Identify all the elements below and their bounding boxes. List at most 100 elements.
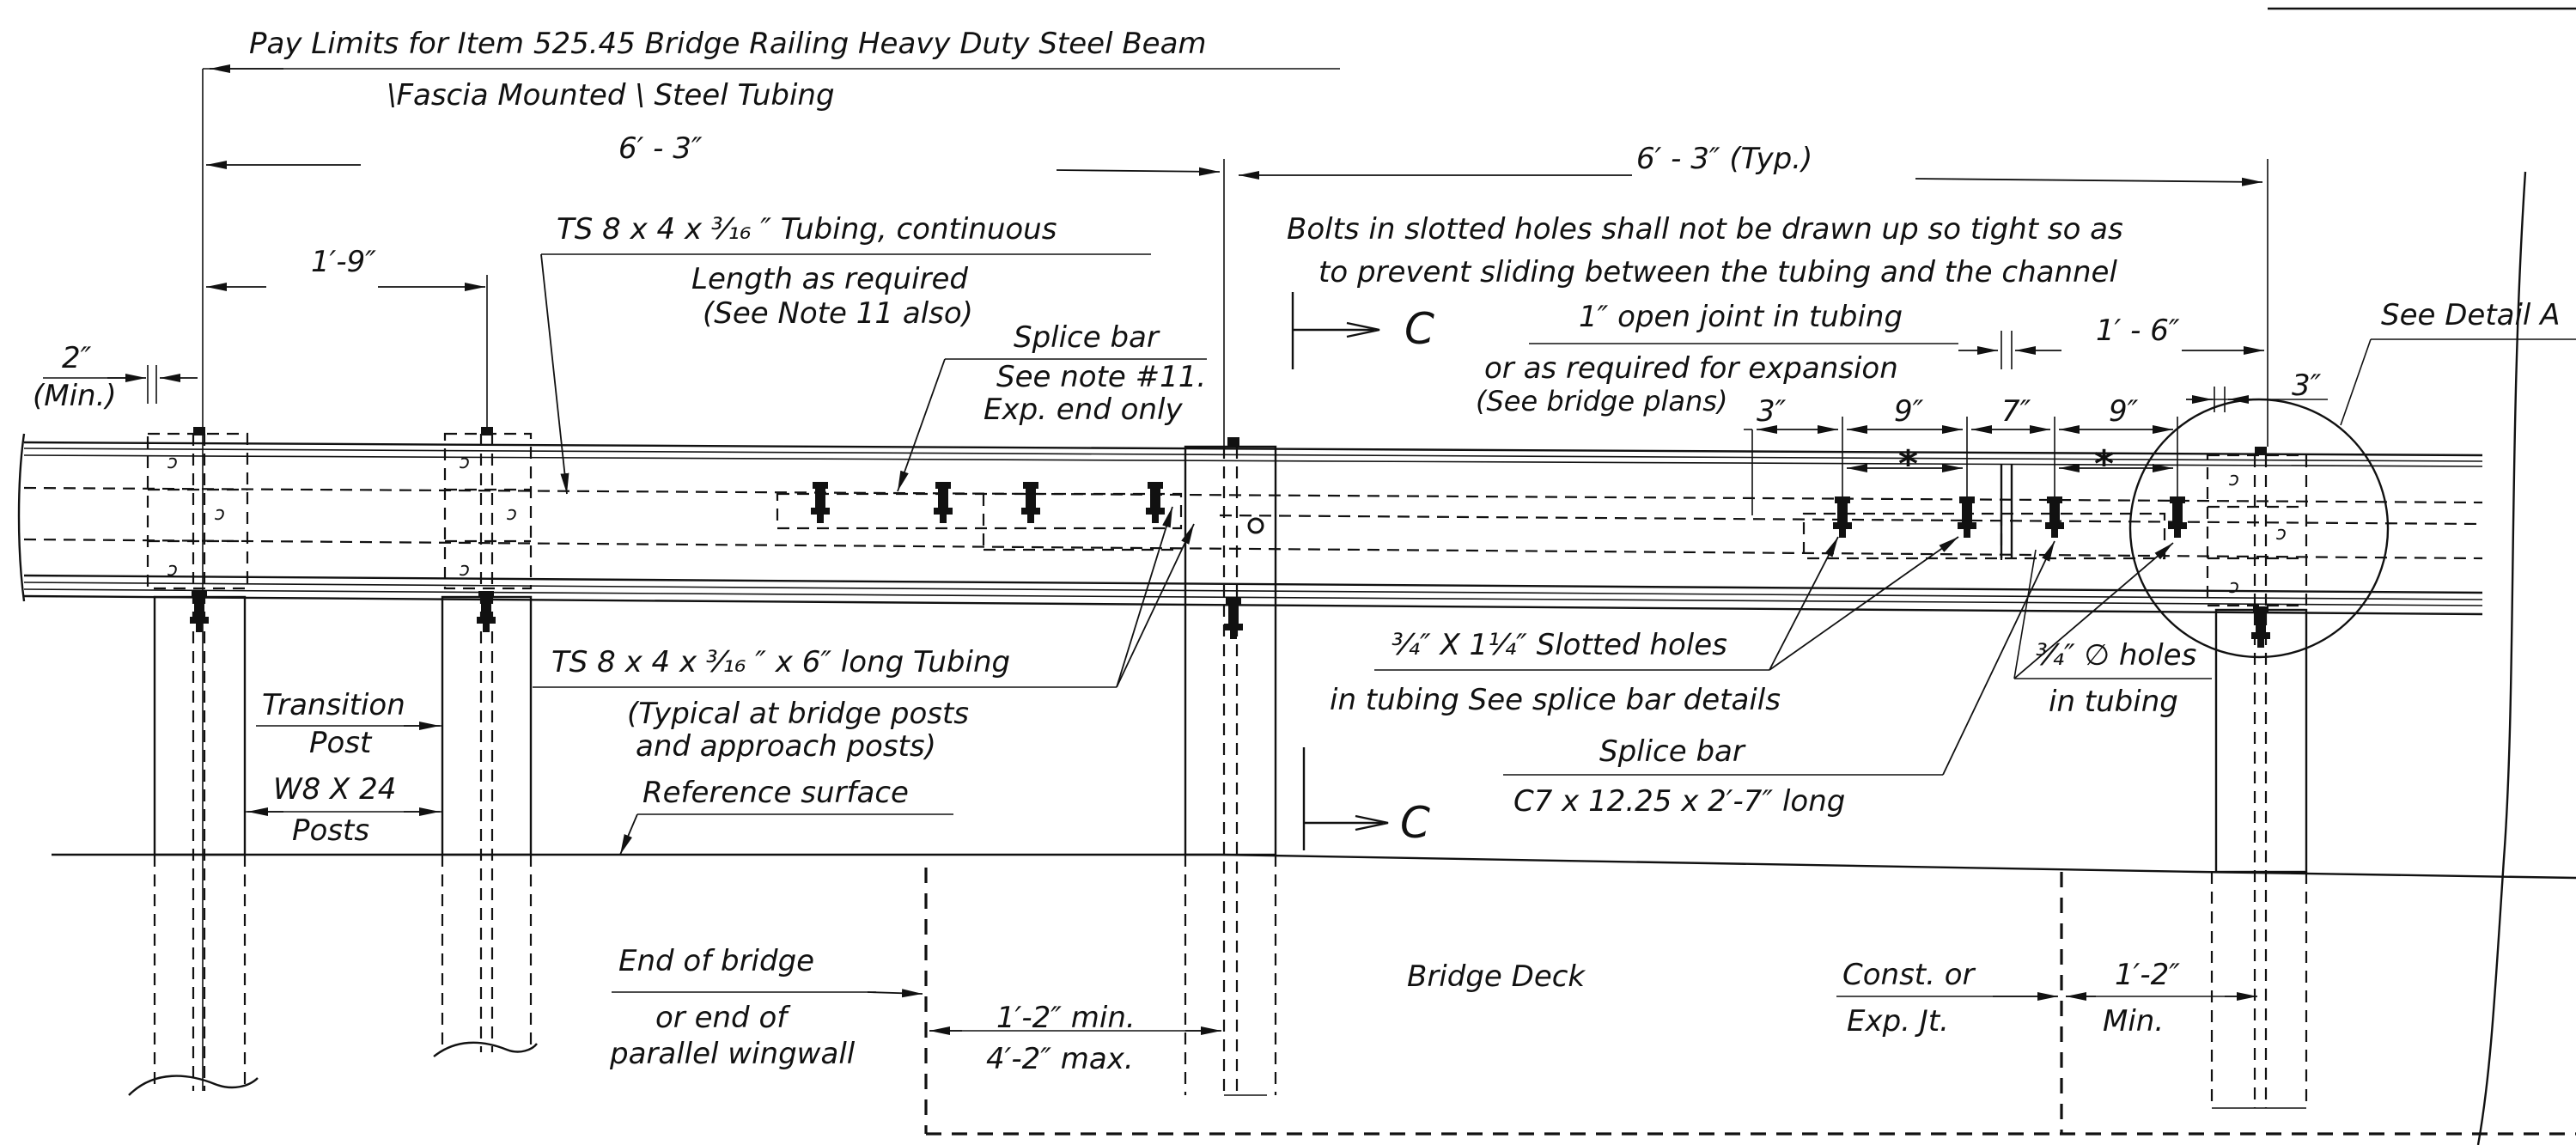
dim-chain: 3″ 9″ 7″ 9″ * * <box>1744 394 2178 515</box>
dim-1-2-min-4-2-max: 1′-2″ min. 4′-2″ max. <box>929 1001 1221 1076</box>
dim-9b-label: 9″ <box>2109 394 2139 429</box>
section-c-bottom-label: C <box>1400 798 1430 848</box>
note-ts-short-tubing: TS 8 x 4 x ³⁄₁₆ ″ x 6″ long Tubing (Typi… <box>533 506 1195 764</box>
dim-6-3-left-label: 6′ - 3″ <box>618 131 703 166</box>
note-end-of-bridge: End of bridge or end of parallel wingwal… <box>609 944 923 1071</box>
ts-short-line-3: and approach posts) <box>636 729 936 764</box>
splice-line-2: See note #11. <box>996 360 1206 394</box>
section-c-bottom: C <box>1302 747 1430 850</box>
end-bridge-line-1: End of bridge <box>618 944 814 978</box>
posts-line-1: W8 X 24 <box>273 772 396 807</box>
slotted-line-1: ³⁄₄″ X 1¹⁄₄″ Slotted holes <box>1392 628 1727 662</box>
note-bolts-slotted: Bolts in slotted holes shall not be draw… <box>1287 212 2123 289</box>
splice-bar-line-2: C7 x 12.25 x 2′-7″ long <box>1513 784 1845 819</box>
svg-text:ɔ: ɔ <box>215 503 225 525</box>
post-2: ɔ ɔ ɔ <box>433 427 538 1057</box>
posts-line-2: Posts <box>292 813 369 848</box>
svg-text:ɔ: ɔ <box>167 452 178 473</box>
ref-surface-label: Reference surface <box>642 776 909 810</box>
splice-bolts <box>811 482 2187 538</box>
slotted-line-2: in tubing See splice bar details <box>1330 683 1781 717</box>
holes-line-1: ³⁄₄″ ∅ holes <box>2036 638 2196 673</box>
joint-line-2: or as required for expansion <box>1484 351 1898 386</box>
dim-1-2-min-label: 1′-2″ min. <box>996 1001 1136 1035</box>
holes-line-2: in tubing <box>2049 685 2178 719</box>
transition-line-2: Post <box>309 726 373 760</box>
star-a: * <box>1898 442 1918 486</box>
dim-7-label: 7″ <box>2001 394 2031 429</box>
ts-short-line-1: TS 8 x 4 x ³⁄₁₆ ″ x 6″ long Tubing <box>551 645 1010 679</box>
reference-surface-line <box>52 853 2576 880</box>
ts-tube-line-2: Length as required <box>691 262 968 296</box>
dim-2-min: 2″ (Min.) <box>33 341 198 413</box>
dim-min-label: (Min.) <box>33 379 117 413</box>
dim-2-label: 2″ <box>62 341 92 375</box>
dim-3-top: 3″ <box>2186 368 2328 412</box>
dim-1-9-label: 1′-9″ <box>311 245 376 279</box>
splice-bar-line-1: Splice bar <box>1599 734 1746 769</box>
dim-1-2-right-label: 1′-2″ <box>2115 958 2180 992</box>
note-splice-bar-c7: Splice bar C7 x 12.25 x 2′-7″ long <box>1503 540 2055 819</box>
star-b: * <box>2094 442 2114 486</box>
bridge-deck-outline <box>924 868 2576 1136</box>
note-splice-bar-exp: Splice bar See note #11. Exp. end only <box>897 320 1207 492</box>
note-ts-tubing-continuous: TS 8 x 4 x ³⁄₁₆ ″ Tubing, continuous Len… <box>540 212 1151 495</box>
dim-3-label: 3″ <box>1757 394 1787 429</box>
dim-1-6: 1′ - 6″ <box>1958 314 2264 369</box>
svg-text:ɔ: ɔ <box>460 559 470 581</box>
svg-text:ɔ: ɔ <box>167 559 178 581</box>
end-bridge-line-2: or end of <box>655 1001 791 1035</box>
rail-beam <box>17 433 2483 616</box>
post-bridge-center <box>1184 437 1277 1096</box>
svg-text:ɔ: ɔ <box>2229 469 2239 490</box>
title-line-1: Pay Limits for Item 525.45 Bridge Railin… <box>249 27 1207 61</box>
dim-6-3-typ: 6′ - 3″ (Typ.) <box>1239 142 2268 447</box>
splice-line-1: Splice bar <box>1014 320 1160 355</box>
dim-9a-label: 9″ <box>1894 394 1924 429</box>
dim-1-2-right: 1′-2″ Min. <box>2066 958 2257 1038</box>
joint-line-3: (See bridge plans) <box>1476 385 1727 417</box>
note-transition-post: Transition Post <box>256 688 442 760</box>
ts-tube-line-1: TS 8 x 4 x ³⁄₁₆ ″ Tubing, continuous <box>557 212 1057 247</box>
svg-text:ɔ: ɔ <box>2229 576 2239 598</box>
svg-text:ɔ: ɔ <box>460 452 470 473</box>
transition-line-1: Transition <box>262 688 405 722</box>
bridge-deck-label: Bridge Deck <box>1407 959 1586 994</box>
pay-limits-title: Pay Limits for Item 525.45 Bridge Railin… <box>202 27 1340 1091</box>
bolts-line-2: to prevent sliding between the tubing an… <box>1318 255 2117 289</box>
note-reference-surface: Reference surface <box>619 776 953 856</box>
svg-text:ɔ: ɔ <box>507 503 517 525</box>
bolts-line-1: Bolts in slotted holes shall not be draw… <box>1287 212 2123 247</box>
dim-min-right-label: Min. <box>2103 1004 2164 1038</box>
open-joint <box>2000 464 2013 558</box>
section-c-top: C <box>1291 292 1434 369</box>
post-1: ɔ ɔ ɔ <box>128 427 259 1096</box>
dim-6-3-typ-label: 6′ - 3″ (Typ.) <box>1636 142 1812 176</box>
break-line <box>2476 171 2527 1145</box>
note-w8-posts: W8 X 24 Posts <box>245 772 442 848</box>
note-open-joint: 1″ open joint in tubing or as required f… <box>1476 300 1958 417</box>
const-line-1: Const. or <box>1842 958 1976 992</box>
splice-line-3: Exp. end only <box>984 393 1183 427</box>
svg-text:ɔ: ɔ <box>2276 523 2287 545</box>
note-const-exp-jt: Const. or Exp. Jt. <box>1836 958 2058 1038</box>
const-line-2: Exp. Jt. <box>1847 1004 1949 1038</box>
dim-4-2-max-label: 4′-2″ max. <box>986 1042 1134 1076</box>
ts-tube-line-3: (See Note 11 also) <box>703 296 973 331</box>
splice-bar-left <box>776 492 1183 551</box>
note-slotted-holes: ³⁄₄″ X 1¹⁄₄″ Slotted holes in tubing See… <box>1330 536 1959 717</box>
ts-short-line-2: (Typical at bridge posts <box>627 697 969 731</box>
section-c-top-label: C <box>1404 304 1434 354</box>
dim-1-6-label: 1′ - 6″ <box>2096 314 2180 348</box>
post-detail-a: ɔ ɔ ɔ <box>2128 398 2390 1109</box>
note-detail-a: See Detail A <box>2340 298 2576 426</box>
dim-6-3-left: 6′ - 3″ <box>206 131 1225 447</box>
dim-1-9: 1′-9″ <box>206 245 488 429</box>
title-line-2: \Fascia Mounted \ Steel Tubing <box>387 78 835 113</box>
dim-3-top-label: 3″ <box>2292 368 2322 403</box>
note-bridge-deck: Bridge Deck <box>1407 959 1586 994</box>
joint-line-1: 1″ open joint in tubing <box>1579 300 1903 334</box>
note-round-holes: ³⁄₄″ ∅ holes in tubing <box>2013 542 2212 719</box>
detail-a-label: See Detail A <box>2381 298 2560 332</box>
